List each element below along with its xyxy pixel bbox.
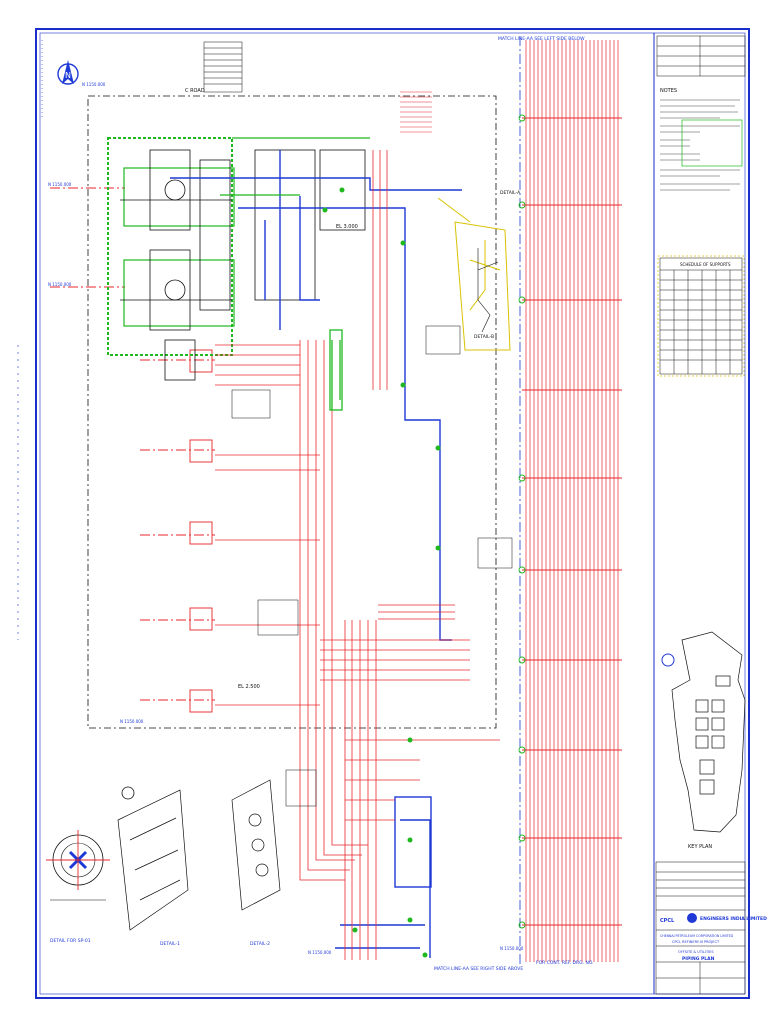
coord-label: N 1150.000	[500, 946, 524, 951]
detail-1	[117, 789, 189, 931]
rack-supports	[518, 114, 526, 929]
plot-boundary	[87, 95, 497, 729]
key-plan-north-icon	[661, 653, 675, 667]
elevation-label: EL 3.000	[336, 224, 358, 230]
notes-lines	[660, 99, 740, 191]
grid-lines	[50, 187, 215, 701]
coord-label: N 1150.000	[82, 82, 106, 87]
match-line-bottom-label: MATCH LINE-AA SEE RIGHT SIDE ABOVE	[434, 966, 523, 972]
coord-label: N 1150.000	[48, 182, 72, 187]
schedule-title: SCHEDULE OF SUPPORTS	[680, 262, 731, 267]
red-hatch-block	[400, 91, 432, 133]
coord-label: N 1150.000	[48, 282, 72, 287]
elevation-label: EL 2.500	[238, 684, 260, 690]
key-plan-label: KEY PLAN	[688, 844, 712, 850]
detail-iso	[437, 197, 511, 351]
detail-label: DETAIL-A	[500, 190, 521, 196]
notes-highlight	[681, 119, 743, 167]
client-logo: CPCL	[660, 918, 675, 924]
red-pipe-bundle	[215, 150, 500, 960]
drawing-title: PIPING PLAN	[682, 956, 715, 962]
tag-table	[203, 41, 513, 807]
match-line-top-label: MATCH LINE-AA SEE LEFT SIDE BELOW	[498, 36, 585, 42]
road-label: C ROAD	[185, 88, 205, 94]
detail-2-label: DETAIL-2	[250, 941, 270, 947]
equipment-area	[107, 137, 370, 356]
detail-1-label: DETAIL-1	[160, 941, 180, 947]
detail-iso-lines	[477, 248, 499, 333]
detail-label: DETAIL-B	[474, 334, 494, 340]
valve-markers	[322, 187, 441, 958]
support-schedule-table	[659, 257, 743, 375]
detail-2	[231, 779, 281, 911]
pipe-rack-vertical	[525, 40, 619, 962]
equipment-details	[120, 149, 366, 381]
revision-header-table	[656, 35, 746, 77]
grid-pads	[189, 349, 213, 713]
detail-sp01-label: DETAIL FOR SP-01	[50, 938, 91, 944]
north-arrow: N	[57, 60, 79, 85]
blue-equipment-box	[394, 796, 432, 888]
drawing-border	[35, 28, 750, 999]
green-pipes	[220, 194, 343, 411]
drawing-subtitle: OFFSITE & UTILITIES	[678, 950, 714, 954]
title-block-grid	[655, 861, 746, 995]
detail-1-marker	[121, 786, 135, 800]
notes-title: NOTES	[660, 88, 677, 94]
cont-ref-label: FOR CONT. REF. DRG. NO.	[536, 960, 594, 966]
coord-label: N 1150.000	[120, 719, 144, 724]
project-name: CPCL REFINERY-III PROJECT	[672, 940, 720, 944]
key-plan	[671, 631, 746, 833]
coord-label: N 1150.000	[308, 950, 332, 955]
client-name: CHENNAI PETROLEUM CORPORATION LIMITED	[660, 934, 734, 938]
schedule-highlight	[657, 255, 745, 377]
north-label: N	[65, 71, 71, 80]
eil-logo-icon	[687, 913, 697, 923]
detail-sp01	[46, 830, 110, 901]
company-name: ENGINEERS INDIA LIMITED	[700, 916, 767, 922]
rack-beams	[522, 117, 622, 926]
drawing-inner-border	[39, 32, 746, 995]
